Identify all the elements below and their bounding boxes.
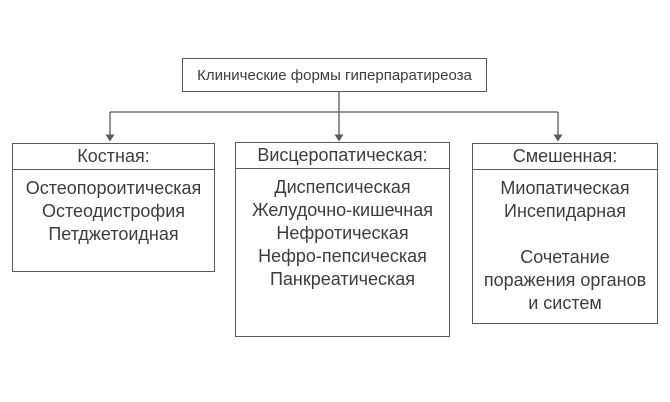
branch-body: Остеопороитическая Остеодистрофия Петдже… xyxy=(13,170,214,246)
arrow-down-icon xyxy=(553,134,563,142)
branch-body: Миопатическая Инсепидарная Сочетание пор… xyxy=(473,170,657,315)
branch-line: Остеопороитическая xyxy=(25,178,202,198)
branch-body: Диспепсическая Желудочно-кишечная Нефрот… xyxy=(236,169,449,291)
branch-header: Висцеропатическая: xyxy=(236,143,449,169)
branch-line: Желудочно-кишечная xyxy=(251,200,434,220)
branch-box-visceropathic: Висцеропатическая: Диспепсическая Желудо… xyxy=(235,142,450,337)
branch-line: поражения органов xyxy=(483,270,647,290)
branch-box-bone: Костная: Остеопороитическая Остеодистроф… xyxy=(12,143,215,272)
branch-header: Костная: xyxy=(13,144,214,170)
root-box-label: Клинические формы гиперпаратиреоза xyxy=(197,66,472,84)
branch-header: Смешенная: xyxy=(473,144,657,170)
arrow-down-icon xyxy=(334,134,344,142)
branch-line: Петджетоидная xyxy=(48,224,179,244)
branch-line: и систем xyxy=(528,293,602,313)
branch-line: Остеодистрофия xyxy=(41,201,186,221)
arrow-down-icon xyxy=(105,134,115,142)
branch-line: Нефротическая xyxy=(276,223,409,243)
branch-line: Нефро-пепсическая xyxy=(258,246,427,266)
branch-line: Диспепсическая xyxy=(274,177,411,197)
branch-line: Миопатическая xyxy=(500,178,630,198)
root-box: Клинические формы гиперпаратиреоза xyxy=(182,58,487,92)
branch-line: Инсепидарная xyxy=(504,201,626,221)
branch-line: Сочетание xyxy=(520,247,610,267)
branch-line: Панкреатическая xyxy=(269,269,416,289)
branch-line xyxy=(473,223,657,246)
branch-box-mixed: Смешенная: Миопатическая Инсепидарная Со… xyxy=(472,143,658,324)
